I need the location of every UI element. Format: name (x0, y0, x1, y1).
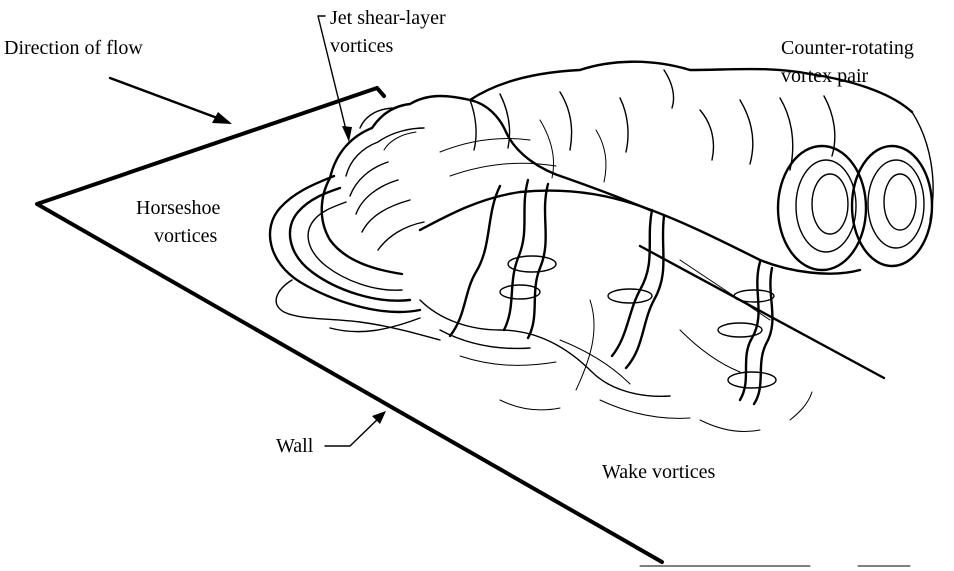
label-direction-of-flow: Direction of flow (4, 37, 143, 59)
label-horseshoe-line1: Horseshoe (136, 197, 221, 219)
counter-rotating-vortex-pair (778, 112, 933, 270)
horseshoe-vortices (270, 176, 440, 340)
wall-pointer (325, 411, 386, 446)
label-counter-rotating-line2: vortex pair (781, 65, 869, 87)
flow-direction-arrow (110, 78, 232, 124)
wake-vortices (420, 180, 812, 432)
label-horseshoe-line2: vortices (154, 225, 218, 247)
label-wall: Wall (276, 435, 314, 457)
label-wake-vortices: Wake vortices (602, 461, 716, 483)
plume-body (420, 62, 912, 274)
label-jet-shear-layer-line1: Jet shear-layer (330, 7, 446, 29)
label-jet-shear-layer-line2: vortices (330, 35, 394, 57)
label-counter-rotating-line1: Counter-rotating (781, 37, 914, 59)
